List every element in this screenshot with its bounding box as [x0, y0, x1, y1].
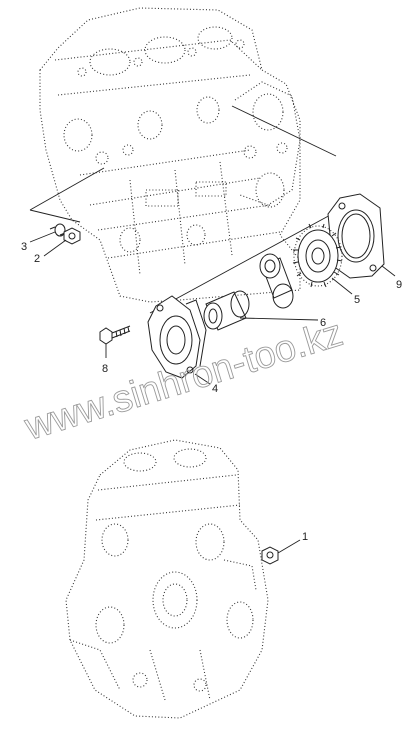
- assembly-guide-line: [29, 209, 81, 223]
- callout-5: 5: [354, 294, 360, 306]
- part-5-gear: [292, 223, 343, 288]
- leader-line-5: [331, 277, 353, 295]
- leader-line-4: [194, 373, 211, 385]
- assembly-guide-line: [29, 167, 105, 211]
- callout-2: 2: [34, 253, 40, 265]
- callout-3: 3: [21, 241, 27, 253]
- callout-1: 1: [302, 531, 308, 543]
- leader-line-3: [29, 231, 56, 243]
- leader-line-1: [277, 539, 301, 554]
- upper-engine-block: [39, 7, 301, 303]
- part-9-gasket: [327, 193, 385, 279]
- part-6-collar: [259, 253, 294, 309]
- leader-line-2: [43, 239, 67, 257]
- lower-engine-block: [65, 439, 269, 719]
- callout-8: 8: [102, 363, 108, 375]
- part-4-housing: [147, 295, 207, 379]
- part-3-plug: [49, 223, 66, 237]
- part-1-nut: [261, 546, 279, 565]
- assembly-guide-line: [149, 206, 346, 314]
- callout-6: 6: [320, 317, 326, 329]
- part-2-nut: [63, 227, 81, 245]
- leader-line-9: [381, 265, 396, 277]
- part-sleeve: [203, 290, 250, 331]
- callout-4: 4: [212, 383, 218, 395]
- leader-line-6: [239, 317, 319, 321]
- callout-9: 9: [396, 279, 402, 291]
- assembly-guide-line: [231, 105, 337, 157]
- part-8-bolt: [99, 325, 131, 345]
